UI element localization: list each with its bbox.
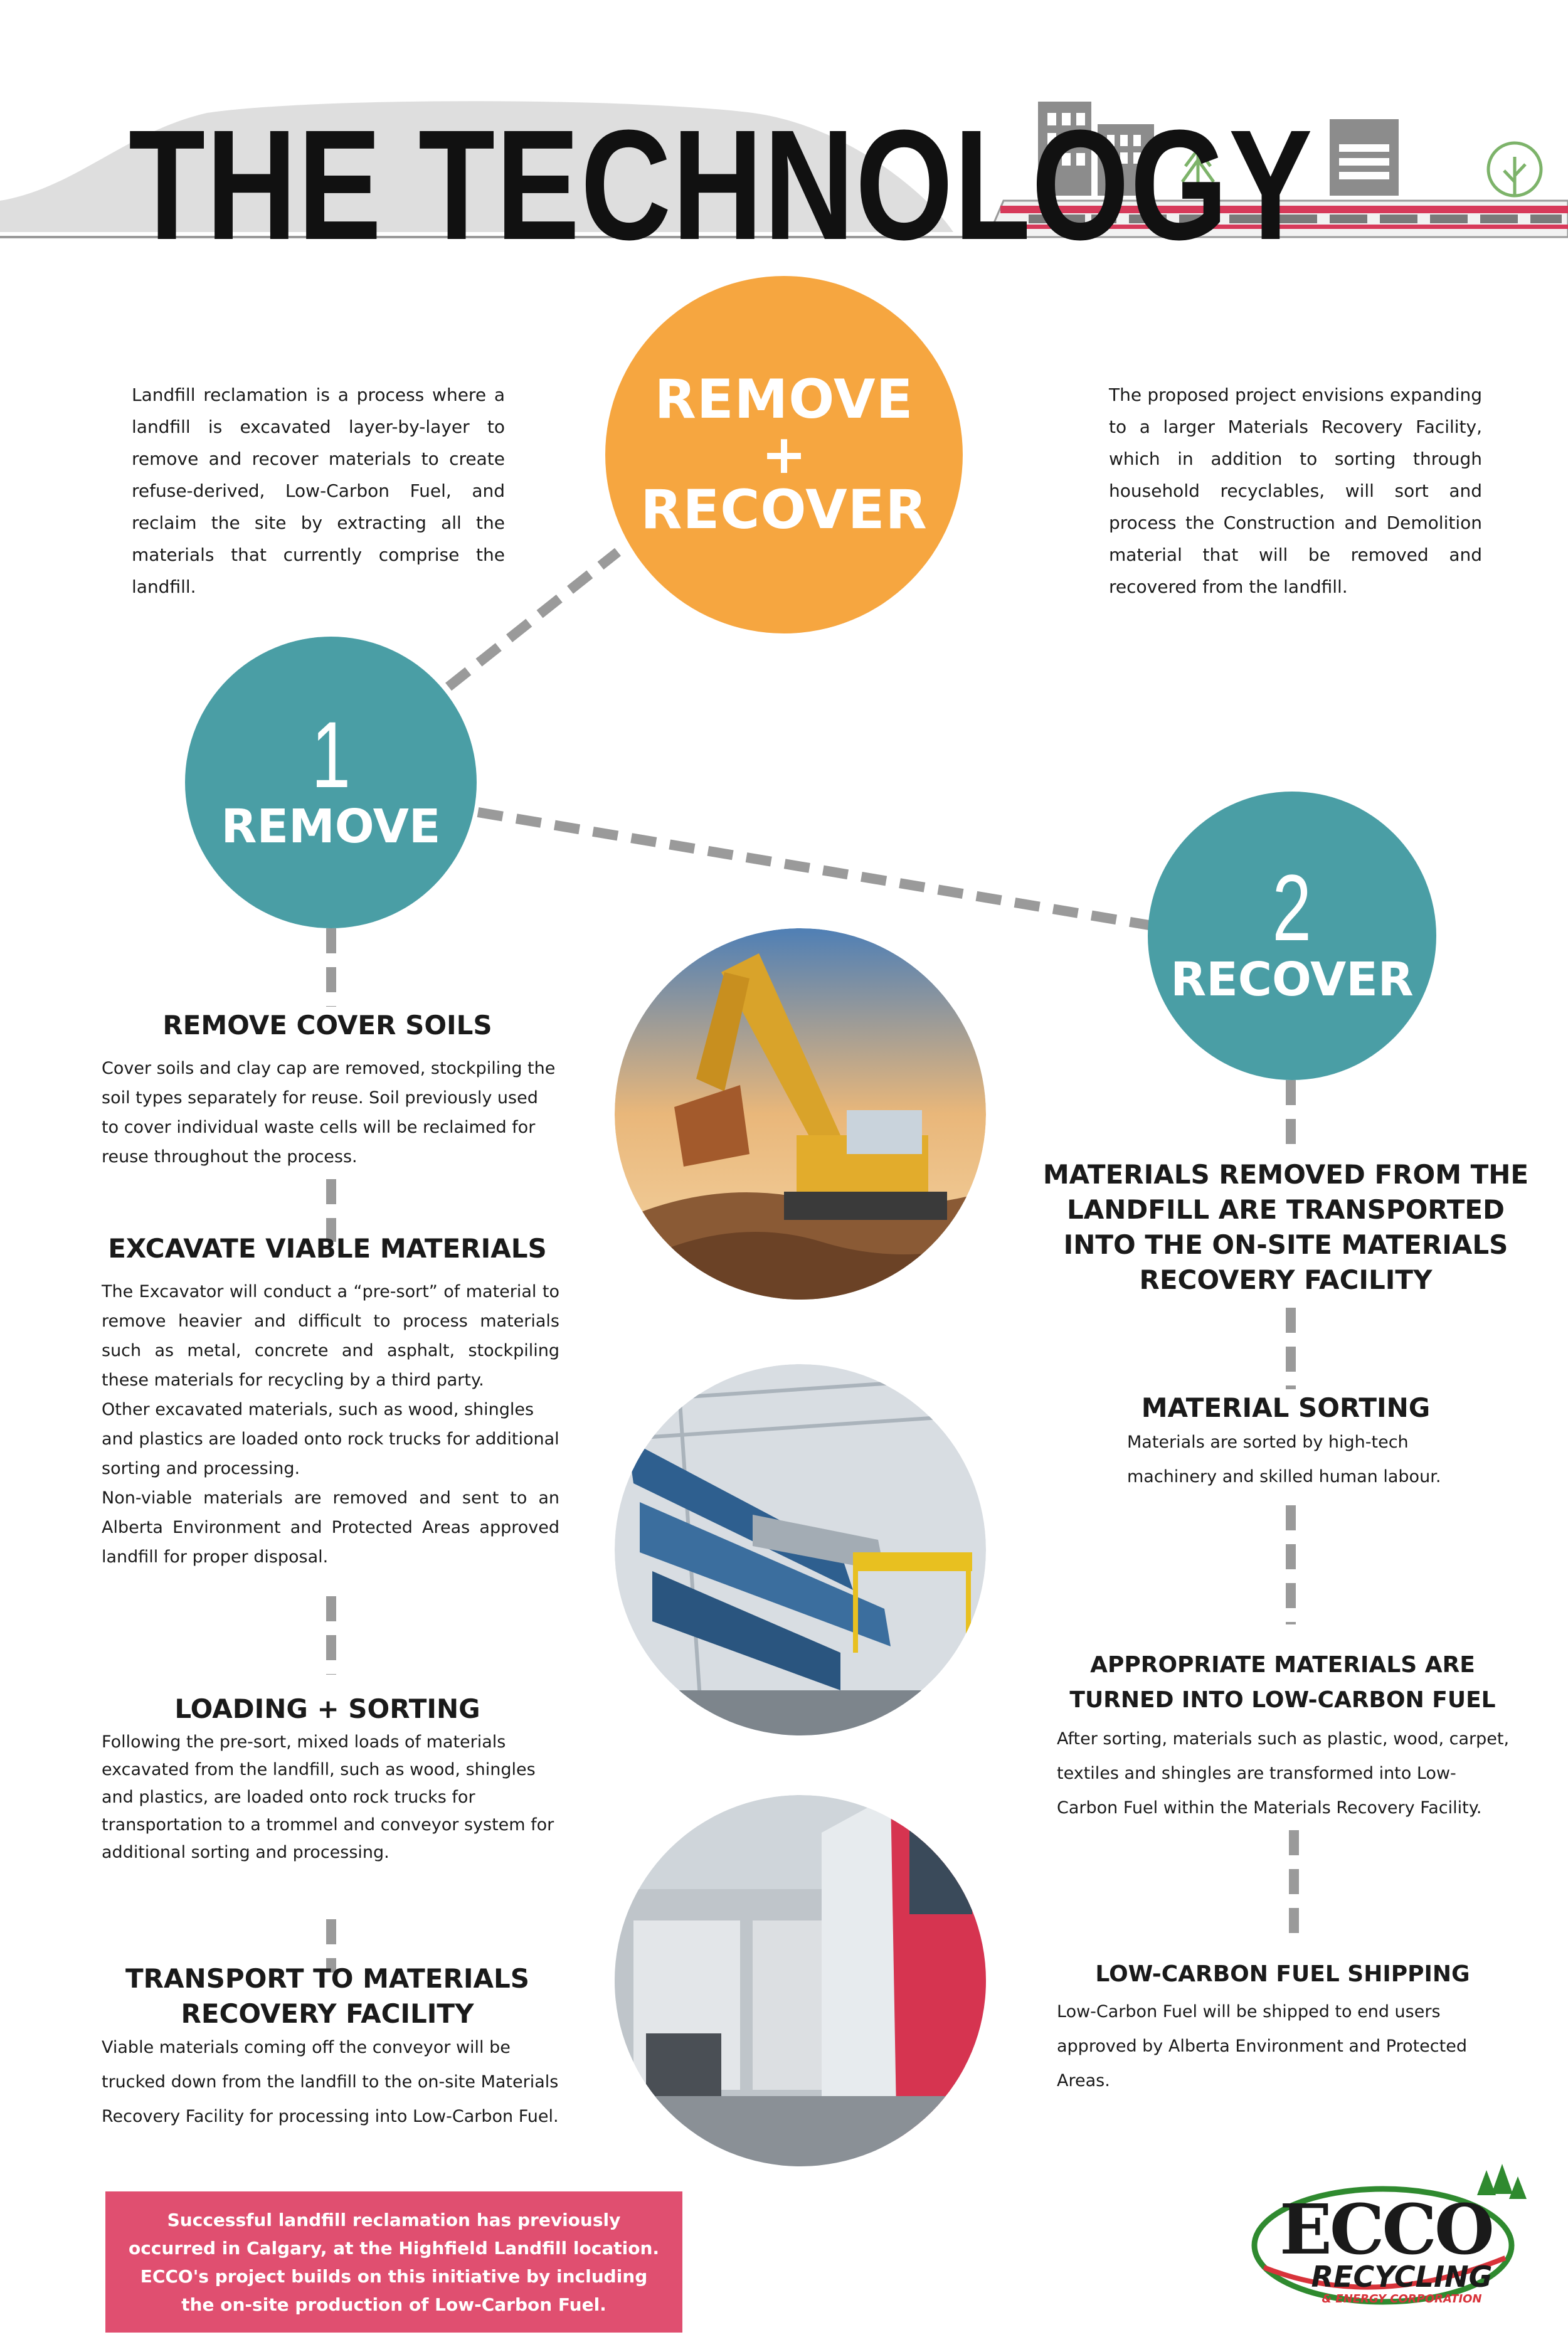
low-carbon-fuel-text: After sorting, materials such as plastic… xyxy=(1057,1729,1510,1818)
page-title: THE TECHNOLOGY xyxy=(129,97,1314,272)
transport-heading: TRANSPORT TO MATERIALS RECOVERY FACILITY xyxy=(125,1963,529,2029)
excavate-text-1: The Excavator will conduct a “pre-sort” … xyxy=(102,1282,559,1390)
remove-cover-soils-heading: REMOVE COVER SOILS xyxy=(162,1010,492,1041)
circle-word-remove: REMOVE xyxy=(654,368,914,431)
connector-lines xyxy=(445,548,1150,930)
tree-icon xyxy=(1180,141,1543,198)
low-carbon-fuel-heading: APPROPRIATE MATERIALS ARE TURNED INTO LO… xyxy=(1069,1652,1496,1713)
step-2-number: 2 xyxy=(1272,855,1312,960)
highfield-callout: Successful landfill reclamation has prev… xyxy=(105,2191,682,2333)
step-2-label: RECOVER xyxy=(1170,953,1414,1007)
excavator-photo xyxy=(615,928,986,1300)
step-2-circle: 2 RECOVER xyxy=(1148,792,1436,1080)
material-sorting-text: Materials are sorted by high-tech machin… xyxy=(1127,1433,1441,1486)
ecco-logo: ECCO RECYCLING & ENERGY CORPORATION xyxy=(1248,2158,1530,2321)
logo-swoosh xyxy=(1251,2164,1527,2305)
logo-name: ECCO xyxy=(1279,2189,1495,2270)
excavate-heading: EXCAVATE VIABLE MATERIALS xyxy=(108,1233,547,1264)
material-sorting-heading: MATERIAL SORTING xyxy=(1141,1392,1431,1423)
remove-cover-soils-text: Cover soils and clay cap are removed, st… xyxy=(102,1059,556,1167)
fuel-shipping-text: Low-Carbon Fuel will be shipped to end u… xyxy=(1057,2002,1467,2090)
right-connector-2 xyxy=(1286,1308,1296,1389)
right-connector-1 xyxy=(1286,1080,1296,1152)
right-connector-3 xyxy=(1286,1505,1296,1624)
light-rail-train-icon xyxy=(986,199,1568,238)
intro-right: The proposed project envisions expanding… xyxy=(1109,384,1482,597)
callout-text: Successful landfill reclamation has prev… xyxy=(128,2209,660,2315)
header-illustration xyxy=(0,101,1568,238)
logo-tag: & ENERGY CORPORATION xyxy=(1322,2292,1482,2306)
excavate-text-3: Non-viable materials are removed and sen… xyxy=(102,1488,559,1567)
left-connector-1 xyxy=(326,928,336,1007)
landfill-hill xyxy=(0,101,953,232)
excavate-text-2: Other excavated materials, such as wood,… xyxy=(102,1400,559,1478)
transport-text: Viable materials coming off the conveyor… xyxy=(102,2038,559,2126)
step-1-circle: 1 REMOVE xyxy=(185,637,477,928)
step-1-label: REMOVE xyxy=(221,799,441,854)
left-connector-4 xyxy=(326,1919,336,1973)
sorting-facility-photo xyxy=(615,1364,986,1735)
circle-word-recover: RECOVER xyxy=(640,479,928,541)
intro-left: Landfill reclamation is a process where … xyxy=(132,384,505,597)
right-connector-4 xyxy=(1289,1830,1299,1940)
step-1-number: 1 xyxy=(311,701,351,807)
left-connector-3 xyxy=(326,1596,336,1675)
circle-plus: + xyxy=(761,423,807,486)
logo-sub: RECYCLING xyxy=(1311,2260,1493,2294)
remove-recover-circle: REMOVE + RECOVER xyxy=(605,276,963,633)
fuel-shipping-heading: LOW-CARBON FUEL SHIPPING xyxy=(1095,1961,1470,1987)
truck-loading-dock-photo xyxy=(615,1795,986,2166)
loading-sorting-heading: LOADING + SORTING xyxy=(174,1693,480,1724)
left-connector-2 xyxy=(326,1179,336,1242)
loading-sorting-text: Following the pre-sort, mixed loads of m… xyxy=(102,1732,554,1862)
materials-transported-heading: MATERIALS REMOVED FROM THE LANDFILL ARE … xyxy=(1042,1159,1529,1295)
